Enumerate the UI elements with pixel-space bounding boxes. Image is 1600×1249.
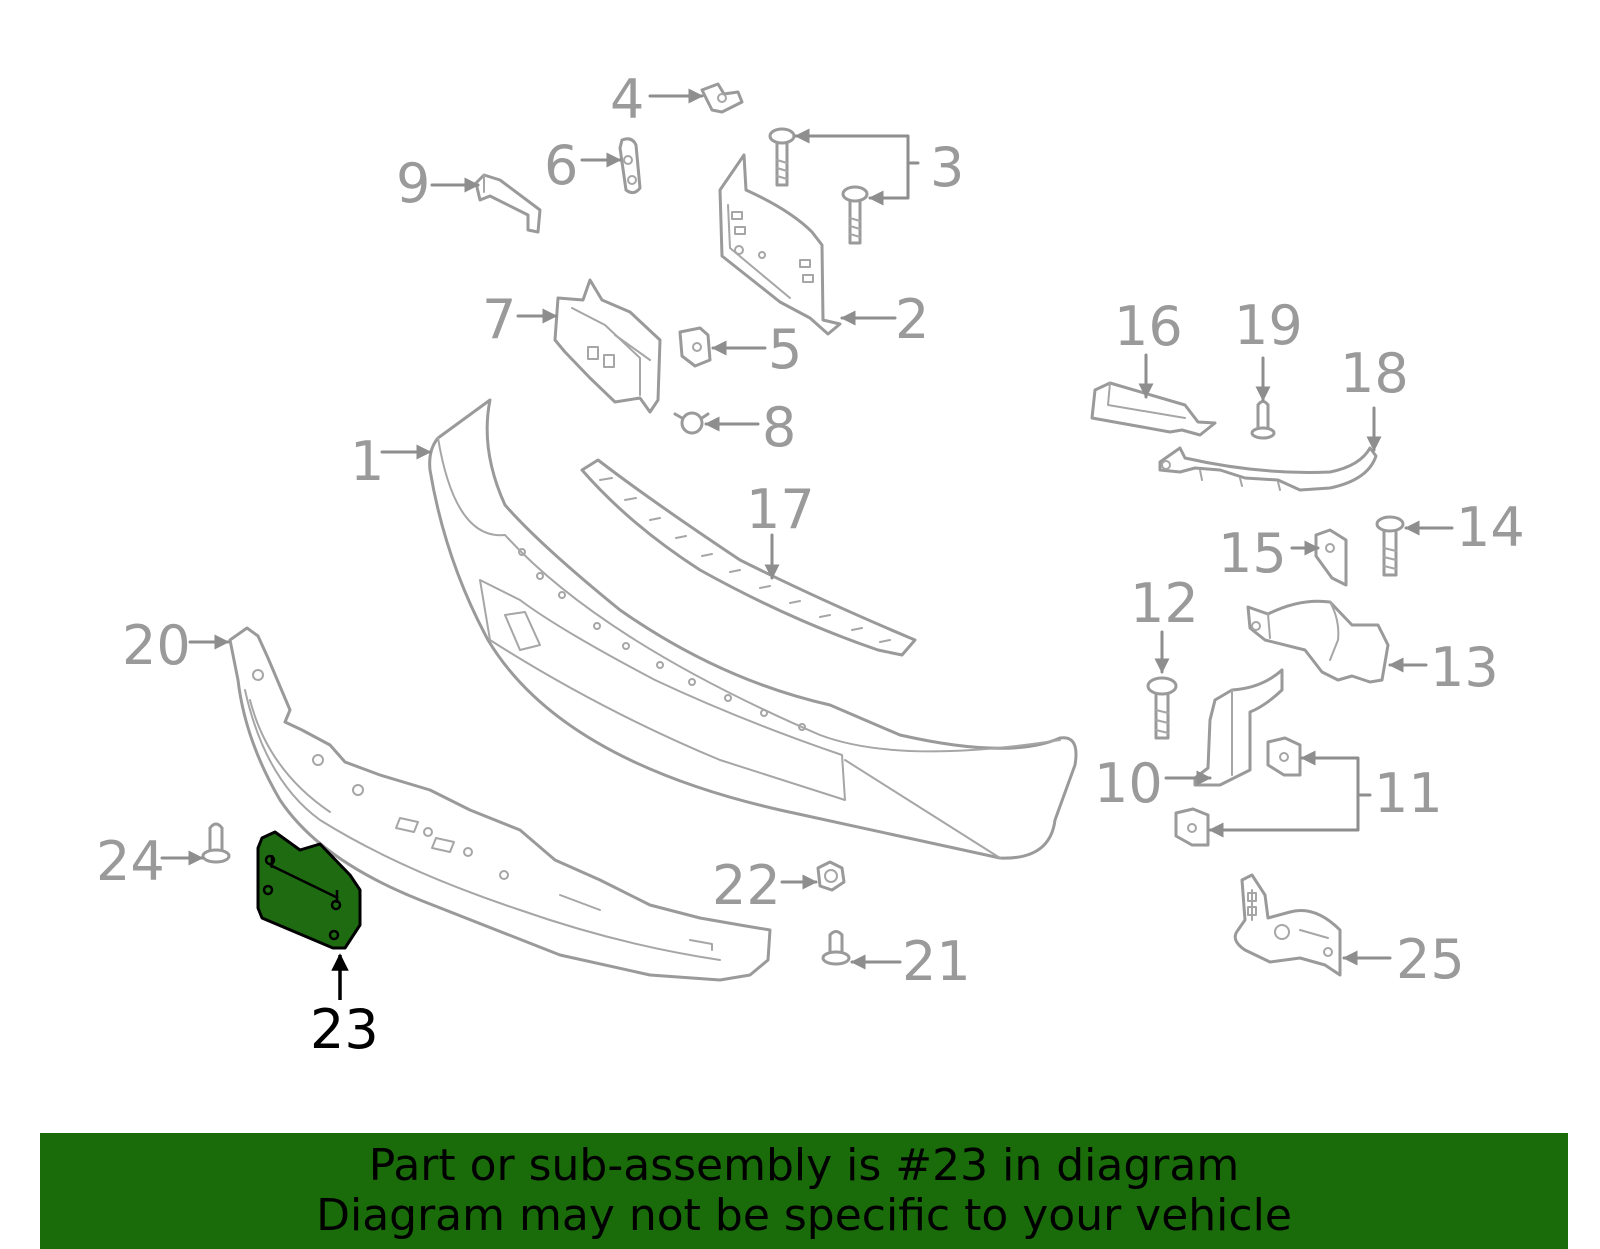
callout-14: 14 [1456, 496, 1525, 559]
callout-17: 17 [746, 478, 815, 541]
callout-11: 11 [1374, 762, 1443, 825]
callout-20: 20 [122, 614, 191, 677]
part-2-bracket [718, 153, 842, 336]
part-22-nut [816, 860, 846, 892]
part-20-lower-valance [228, 626, 772, 982]
callout-4: 4 [610, 68, 644, 131]
part-1-bumper-bar [428, 398, 1078, 860]
callout-25: 25 [1396, 928, 1465, 991]
callout-5: 5 [768, 318, 802, 381]
part-8-pushpin [673, 411, 710, 435]
part-18-strip [1158, 446, 1378, 492]
callout-19: 19 [1234, 294, 1303, 357]
part-16-bracket [1090, 381, 1217, 437]
callout-21: 21 [902, 930, 971, 993]
part-14-bolt [1375, 515, 1405, 577]
callout-24: 24 [96, 830, 165, 893]
part-6-plate [618, 137, 642, 195]
callout-8: 8 [762, 396, 796, 459]
leader-lines [160, 88, 1454, 1000]
banner-line-1: Part or sub-assembly is #23 in diagram [368, 1140, 1240, 1191]
part-25-bracket [1233, 873, 1342, 977]
callout-15: 15 [1218, 522, 1287, 585]
callout-12: 12 [1130, 572, 1199, 635]
part-9-strip [474, 173, 542, 234]
callout-16: 16 [1114, 295, 1183, 358]
callout-22: 22 [712, 854, 781, 917]
callout-10: 10 [1094, 752, 1163, 815]
part-3-bolts [768, 127, 869, 245]
callout-2: 2 [895, 288, 929, 351]
callout-13: 13 [1430, 636, 1499, 699]
part-17-strip [580, 458, 917, 657]
part-12-bolt [1146, 676, 1178, 740]
part-13-bracket [1246, 599, 1390, 684]
callout-7: 7 [482, 288, 516, 351]
info-banner: Part or sub-assembly is #23 in diagram D… [40, 1133, 1568, 1249]
part-24-rivet [201, 822, 231, 864]
part-21-rivet [821, 930, 851, 966]
callout-3: 3 [930, 136, 964, 199]
part-15-clip [1314, 528, 1348, 587]
callout-6: 6 [544, 134, 578, 197]
callout-23: 23 [310, 998, 379, 1061]
callout-labels: 1 2 3 4 5 6 7 8 9 10 11 12 13 14 15 16 1… [96, 68, 1525, 1061]
part-4-clip [700, 82, 744, 114]
part-10-bracket [1193, 668, 1284, 787]
part-7-bracket [553, 278, 662, 414]
banner-line-2: Diagram may not be specific to your vehi… [316, 1190, 1292, 1241]
part-11-clips [1174, 736, 1302, 847]
part-23-highlighted-bracket [256, 830, 362, 950]
callout-1: 1 [350, 430, 384, 493]
part-19-pin [1250, 400, 1276, 440]
callout-9: 9 [396, 152, 430, 215]
part-5-clip [678, 326, 712, 368]
callout-18: 18 [1340, 342, 1409, 405]
